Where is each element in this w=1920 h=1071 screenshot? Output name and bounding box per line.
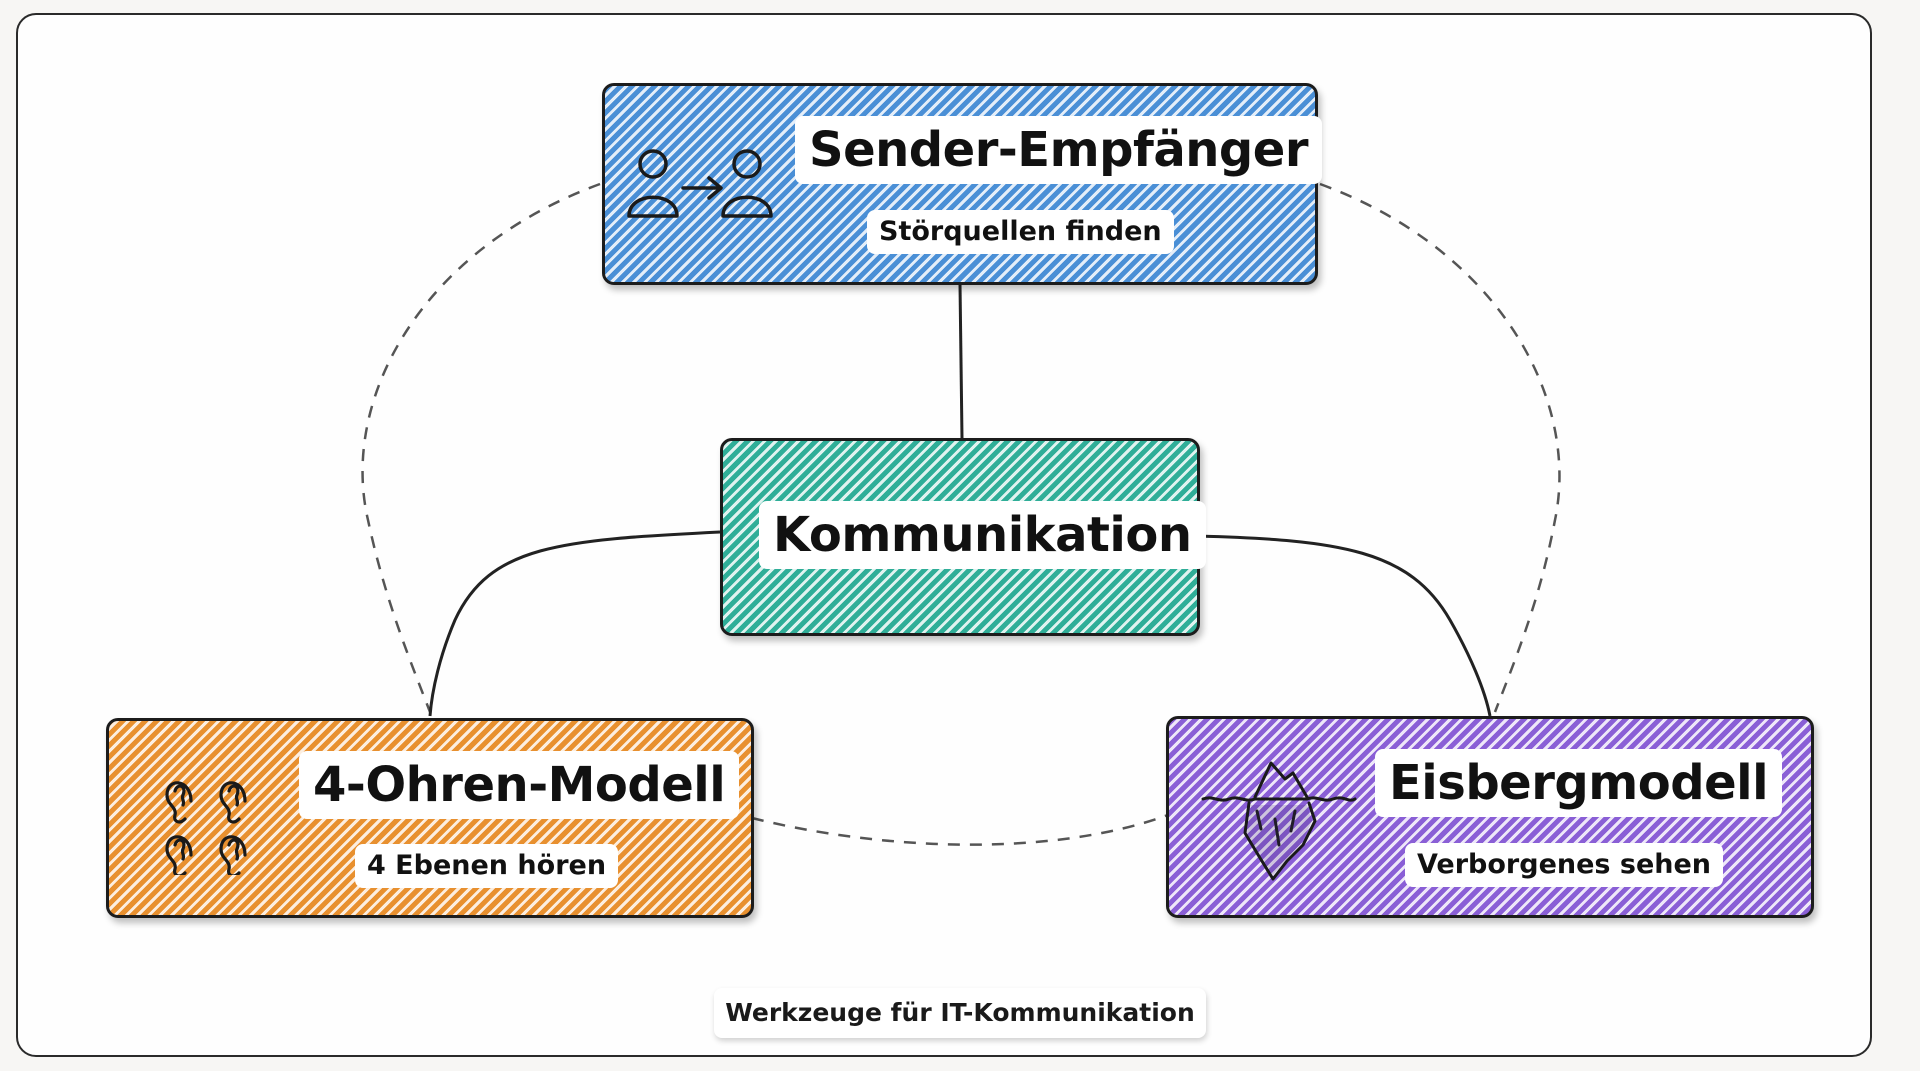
diagram-caption: Werkzeuge für IT-Kommunikation (714, 988, 1206, 1038)
node-title: Eisbergmodell (1375, 749, 1783, 817)
ears-icon (161, 765, 261, 879)
dashed-link-top-right (1319, 182, 1561, 713)
iceberg-icon (1199, 749, 1359, 893)
sender-receiver-icon (625, 146, 775, 230)
node-title: Sender-Empfänger (795, 116, 1322, 184)
node-subtitle: Verborgenes sehen (1405, 843, 1724, 887)
node-eisbergmodell[interactable]: Eisbergmodell Verborgenes sehen (1166, 716, 1814, 918)
node-title: Kommunikation (759, 501, 1206, 569)
node-subtitle: Störquellen finden (867, 210, 1174, 254)
node-4-ohren-modell[interactable]: 4-Ohren-Modell 4 Ebenen hören (106, 718, 754, 918)
solid-link-center-right (1197, 534, 1492, 717)
solid-link-center-top (958, 283, 964, 439)
node-kommunikation[interactable]: Kommunikation (720, 438, 1206, 636)
node-sender-empfaenger[interactable]: Sender-Empfänger Störquellen finden (602, 83, 1322, 285)
dashed-link-top-left (361, 182, 601, 713)
node-title: 4-Ohren-Modell (299, 751, 740, 819)
solid-link-center-left (428, 530, 721, 717)
dashed-link-bottom (751, 813, 1169, 846)
node-subtitle: 4 Ebenen hören (355, 844, 619, 888)
